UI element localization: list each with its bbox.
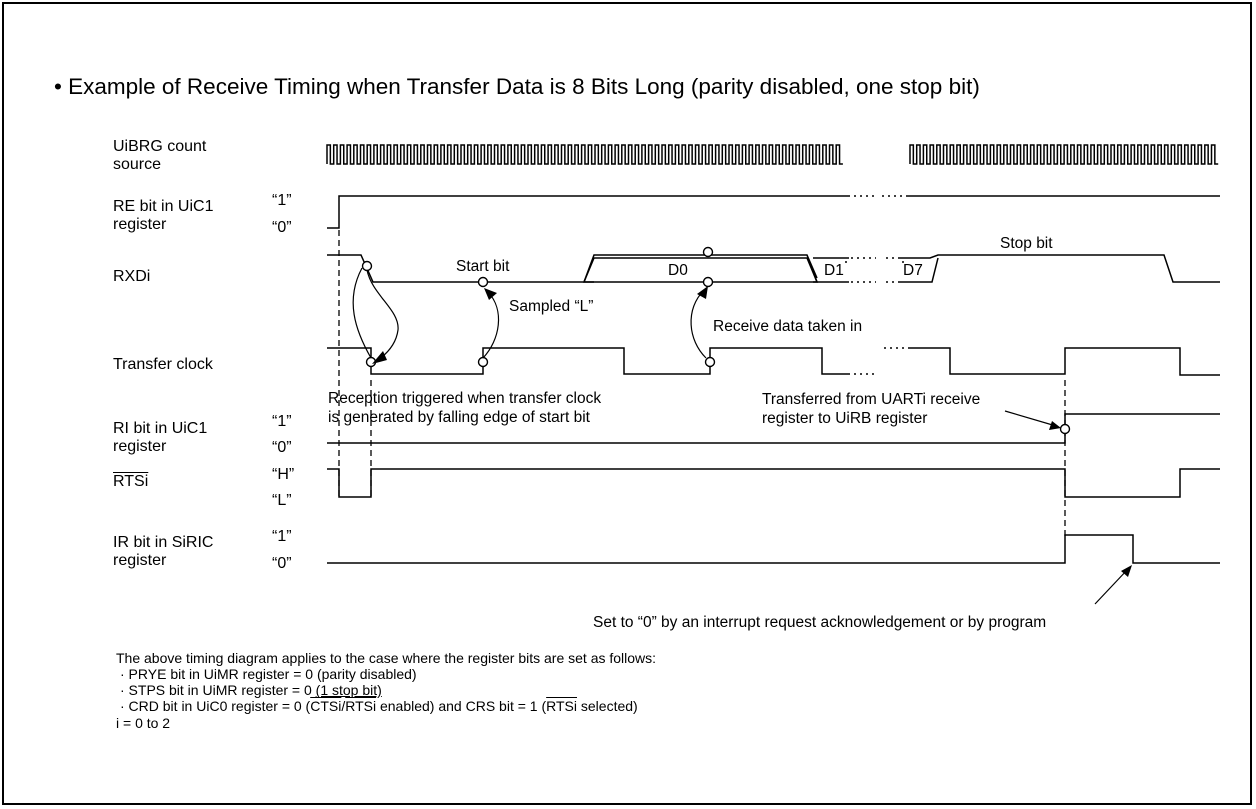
- d0-sample-marker-top: [702, 246, 714, 258]
- transferred-line2: register to UiRB register: [762, 410, 928, 427]
- start-bit-label: Start bit: [456, 258, 510, 275]
- set-to-zero-annotation: Set to “0” by an interrupt request ackno…: [593, 614, 1047, 631]
- reception-triggered-line1: Reception triggered when transfer clock: [328, 390, 602, 407]
- d0-label: D0: [668, 262, 688, 279]
- rts-low-level: “L”: [272, 492, 292, 509]
- rtsi-label: RTSi: [113, 473, 149, 490]
- start-bit-sample-marker: [477, 276, 489, 288]
- uibrg-label-line2: source: [113, 156, 162, 173]
- stop-bit-label: Stop bit: [1000, 235, 1053, 252]
- set-to-zero-arrow: [1094, 568, 1129, 605]
- d1-label: D1: [824, 262, 844, 279]
- rtsi-waveform: [327, 468, 1220, 498]
- note-intro: The above timing diagram applies to the …: [116, 650, 657, 666]
- ri-high-level: “1”: [272, 413, 292, 430]
- d7-label: D7: [903, 262, 923, 279]
- transferred-line1: Transferred from UARTi receive: [762, 391, 981, 408]
- uibrg-label-line1: UiBRG count: [113, 138, 207, 155]
- uibrg-pulse-train-left: [326, 144, 843, 165]
- page-title: • Example of Receive Timing when Transfe…: [54, 74, 980, 99]
- clock-rise-marker-2: [477, 356, 489, 368]
- note-item3: · CRD bit in UiC0 register = 0 (CTSi/RTS…: [120, 699, 638, 713]
- reception-trigger-arrow-back: [352, 267, 372, 359]
- note-item2-underlined: (1 stop bit): [315, 682, 382, 698]
- rxdi-d7-cell: [900, 254, 1220, 283]
- rxdi-d1-cell: [813, 257, 849, 283]
- uibrg-pulse-train-right: [909, 144, 1219, 165]
- note-item3-rts: RTSi: [345, 698, 377, 714]
- reception-trigger-arrow: [366, 269, 399, 361]
- transfer-clock-waveform: [327, 347, 848, 375]
- transfer-clock-break: [848, 347, 910, 375]
- ri-label-line1: RI bit in UiC1: [113, 420, 208, 437]
- rxdi-d0-cell: [582, 257, 819, 283]
- note-item3-prefix: · CRD bit in UiC0 register = 0 (: [120, 698, 311, 714]
- transferred-arrow: [1004, 410, 1057, 427]
- sampled-l-arrow: [482, 291, 500, 359]
- note-item3-rts2: RTSi: [546, 698, 577, 714]
- ri-label-line2: register: [113, 438, 167, 455]
- note-item1: · PRYE bit in UiMR register = 0 (parity …: [120, 666, 417, 682]
- rxdi-label: RXDi: [113, 268, 151, 285]
- rts-high-level: “H”: [272, 466, 295, 483]
- re-high-level: “1”: [272, 192, 292, 209]
- note-item2: · STPS bit in UiMR register = 0 (1 stop …: [120, 683, 382, 697]
- receive-data-annotation: Receive data taken in: [713, 318, 863, 335]
- ir-label-line2: register: [113, 552, 167, 569]
- note-item3-slash: /: [341, 698, 346, 714]
- start-reference-dashed-lines: [338, 230, 372, 500]
- rxdi-falling-edge-marker: [361, 260, 373, 272]
- transfer-clock-label: Transfer clock: [113, 356, 213, 373]
- re-bit-waveform: [327, 195, 848, 229]
- re-label-line1: RE bit in UiC1: [113, 198, 214, 215]
- reception-triggered-line2: is generated by falling edge of start bi…: [328, 409, 590, 426]
- uibrg-pulses-left: [326, 144, 843, 165]
- clock-rise-marker-3: [704, 356, 716, 368]
- note-item3-cts: CTSi: [310, 698, 342, 714]
- uibrg-pulses-right: [909, 144, 1219, 165]
- rxdi-break: [851, 257, 900, 283]
- re-label-line2: register: [113, 216, 167, 233]
- transfer-clock-waveform-right: [910, 347, 1220, 376]
- note-item2-prefix: · STPS bit in UiMR register = 0: [120, 682, 316, 698]
- ri-set-marker: [1059, 423, 1071, 435]
- receive-data-arrow: [690, 289, 707, 359]
- note-range: i = 0 to 2: [116, 715, 171, 731]
- d0-sample-marker-bottom: [702, 276, 714, 288]
- note-item3-mid: enabled) and CRS bit = 1 (: [376, 698, 547, 714]
- ir-label-line1: IR bit in SiRIC: [113, 534, 214, 551]
- rxdi-waveform-left: [327, 254, 818, 283]
- sampled-l-annotation: Sampled “L”: [509, 298, 594, 315]
- ir-bit-waveform: [327, 534, 1220, 564]
- ri-low-level: “0”: [272, 439, 292, 456]
- note-item3-suffix: selected): [577, 698, 638, 714]
- ir-high-level: “1”: [272, 528, 292, 545]
- re-low-level: “0”: [272, 219, 292, 236]
- ir-low-level: “0”: [272, 555, 292, 572]
